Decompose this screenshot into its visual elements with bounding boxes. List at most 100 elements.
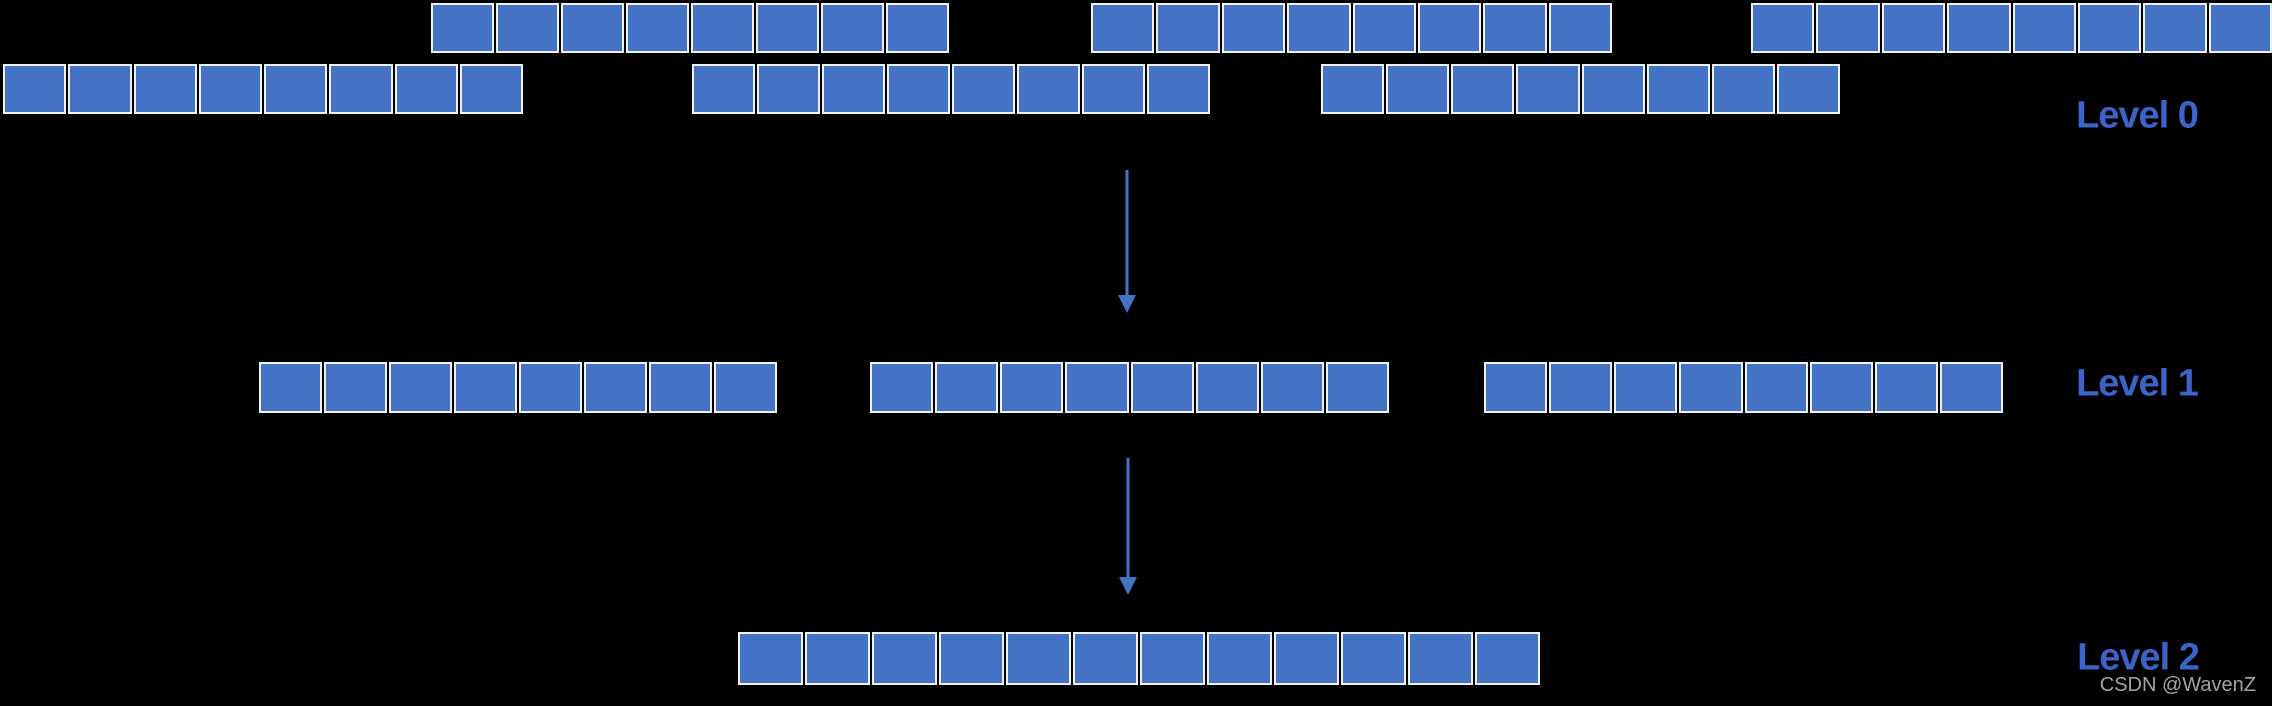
- segment-cell: [738, 632, 803, 685]
- segment-cell: [264, 64, 328, 114]
- segment-cell: [1679, 362, 1743, 413]
- segment-cell: [692, 64, 755, 114]
- segment-cell: [805, 632, 870, 685]
- segment-cell: [1809, 362, 1873, 413]
- segment-cell: [1776, 64, 1840, 114]
- segment-run-level0: [431, 3, 949, 53]
- segment-cell: [561, 3, 624, 53]
- segment-run-level1: [259, 362, 777, 413]
- segment-cell: [886, 3, 949, 53]
- segment-run-level2: [738, 632, 1540, 685]
- segment-cell: [454, 362, 517, 413]
- segment-cell: [1274, 632, 1339, 685]
- segment-cell: [626, 3, 689, 53]
- down-arrow-line-0: [1125, 170, 1129, 295]
- segment-cell: [1352, 3, 1416, 53]
- segment-cell: [1614, 362, 1678, 413]
- segment-cell: [1711, 64, 1775, 114]
- segment-cell: [1816, 3, 1880, 53]
- segment-cell: [68, 64, 132, 114]
- segment-cell: [1939, 362, 2003, 413]
- segment-cell: [1744, 362, 1808, 413]
- segment-cell: [1156, 3, 1220, 53]
- segment-cell: [1091, 3, 1155, 53]
- segment-cell: [691, 3, 754, 53]
- segment-run-level1: [870, 362, 1389, 413]
- level-label-2: Level 2: [2077, 636, 2200, 679]
- segment-cell: [939, 632, 1004, 685]
- down-arrow-head-icon-0: [1118, 295, 1136, 313]
- segment-cell: [1881, 3, 1946, 53]
- segment-cell: [1321, 64, 1385, 114]
- segment-cell: [1581, 64, 1645, 114]
- segment-run-level0: [1091, 3, 1612, 53]
- segment-cell: [714, 362, 777, 413]
- segment-cell: [1408, 632, 1473, 685]
- segment-cell: [2143, 3, 2207, 53]
- segment-cell: [887, 64, 950, 114]
- segment-cell: [1484, 362, 1548, 413]
- segment-cell: [1386, 64, 1450, 114]
- segment-cell: [1646, 64, 1710, 114]
- segment-cell: [649, 362, 712, 413]
- level-label-0: Level 0: [2076, 94, 2199, 137]
- level-label-1: Level 1: [2076, 362, 2199, 405]
- segment-cell: [2012, 3, 2076, 53]
- segment-cell: [1751, 3, 1815, 53]
- segment-run-level0: [1321, 64, 1840, 114]
- segment-cell: [1140, 632, 1205, 685]
- segment-run-level0: [1751, 3, 2272, 53]
- segment-cell: [1207, 632, 1272, 685]
- segment-cell: [822, 64, 885, 114]
- segment-cell: [1000, 362, 1064, 413]
- segment-cell: [1130, 362, 1194, 413]
- segment-cell: [1417, 3, 1482, 53]
- segment-cell: [1341, 632, 1406, 685]
- segment-cell: [1287, 3, 1351, 53]
- segment-cell: [133, 64, 197, 114]
- segment-cell: [1549, 362, 1613, 413]
- segment-cell: [1260, 362, 1324, 413]
- segment-cell: [459, 64, 523, 114]
- segment-cell: [2208, 3, 2272, 53]
- segment-run-level0: [692, 64, 1210, 114]
- down-arrow-head-icon-1: [1119, 577, 1137, 595]
- segment-cell: [1006, 632, 1071, 685]
- segment-cell: [1947, 3, 2011, 53]
- segment-cell: [1082, 64, 1145, 114]
- segment-cell: [1147, 64, 1210, 114]
- segment-cell: [3, 64, 67, 114]
- segment-cell: [1065, 362, 1129, 413]
- segment-cell: [259, 362, 322, 413]
- segment-cell: [496, 3, 559, 53]
- segment-cell: [324, 362, 387, 413]
- segment-cell: [1451, 64, 1515, 114]
- segment-cell: [870, 362, 934, 413]
- segment-cell: [952, 64, 1015, 114]
- segment-cell: [431, 3, 494, 53]
- segment-cell: [872, 632, 937, 685]
- segment-cell: [389, 362, 452, 413]
- segment-cell: [1221, 3, 1286, 53]
- segment-cell: [1325, 362, 1389, 413]
- segment-cell: [1195, 362, 1259, 413]
- segment-cell: [584, 362, 647, 413]
- segment-cell: [1516, 64, 1580, 114]
- segment-cell: [519, 362, 582, 413]
- segment-cell: [821, 3, 884, 53]
- segment-cell: [1475, 632, 1540, 685]
- segment-cell: [756, 3, 819, 53]
- segment-run-level0: [3, 64, 523, 114]
- watermark: CSDN @WavenZ: [2099, 674, 2256, 696]
- down-arrow-line-1: [1126, 458, 1130, 577]
- segment-cell: [1483, 3, 1547, 53]
- segment-cell: [394, 64, 458, 114]
- segment-cell: [329, 64, 393, 114]
- segment-cell: [2077, 3, 2142, 53]
- segment-run-level1: [1484, 362, 2003, 413]
- segment-cell: [1073, 632, 1138, 685]
- segment-cell: [198, 64, 262, 114]
- segment-cell: [935, 362, 999, 413]
- segment-cell: [1874, 362, 1938, 413]
